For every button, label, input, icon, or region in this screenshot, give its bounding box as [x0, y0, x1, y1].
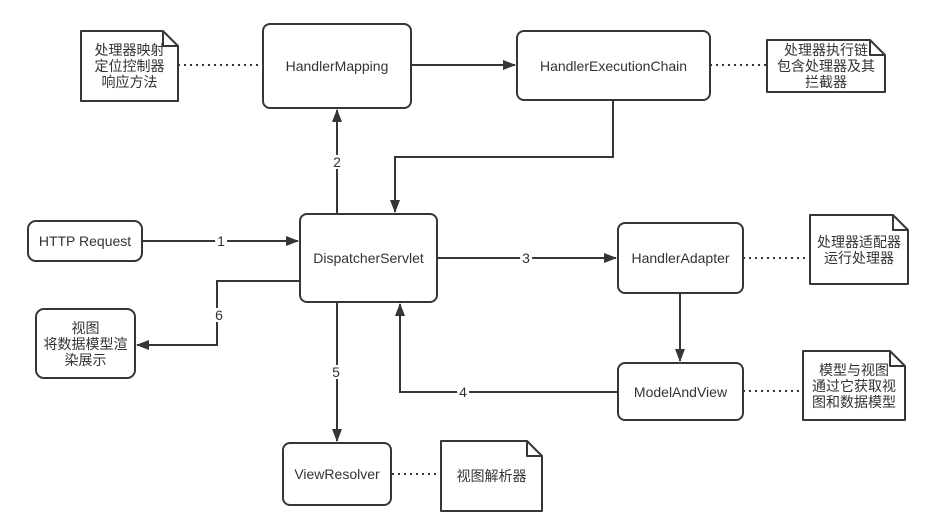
note-model-and-view	[802, 350, 906, 421]
note-handler-mapping	[80, 30, 179, 102]
edge-label-step2: 2	[331, 154, 343, 170]
edge-label-step4: 4	[457, 384, 469, 400]
node-http-request-box	[27, 220, 143, 262]
note-handler-execution-chain	[766, 39, 886, 93]
node-handler-mapping-box	[262, 23, 412, 109]
edge-handlerexecutionchain-to-dispatcherservlet	[390, 100, 614, 213]
edge-label-step3: 3	[520, 250, 532, 266]
node-view-box	[35, 308, 136, 379]
node-dispatcher-servlet-box	[299, 213, 438, 303]
edge-label-step1: 1	[215, 233, 227, 249]
node-handler-execution-chain-box	[516, 30, 711, 101]
node-handler-adapter-box	[617, 222, 744, 294]
edge-modelandview-to-dispatcherservlet	[395, 303, 618, 393]
edge-label-step5: 5	[330, 364, 342, 380]
node-model-and-view-box	[617, 362, 744, 421]
note-handler-adapter	[809, 214, 909, 285]
edge-label-step6: 6	[213, 307, 225, 323]
node-view-resolver-box	[282, 442, 392, 506]
note-view-resolver	[440, 440, 543, 512]
